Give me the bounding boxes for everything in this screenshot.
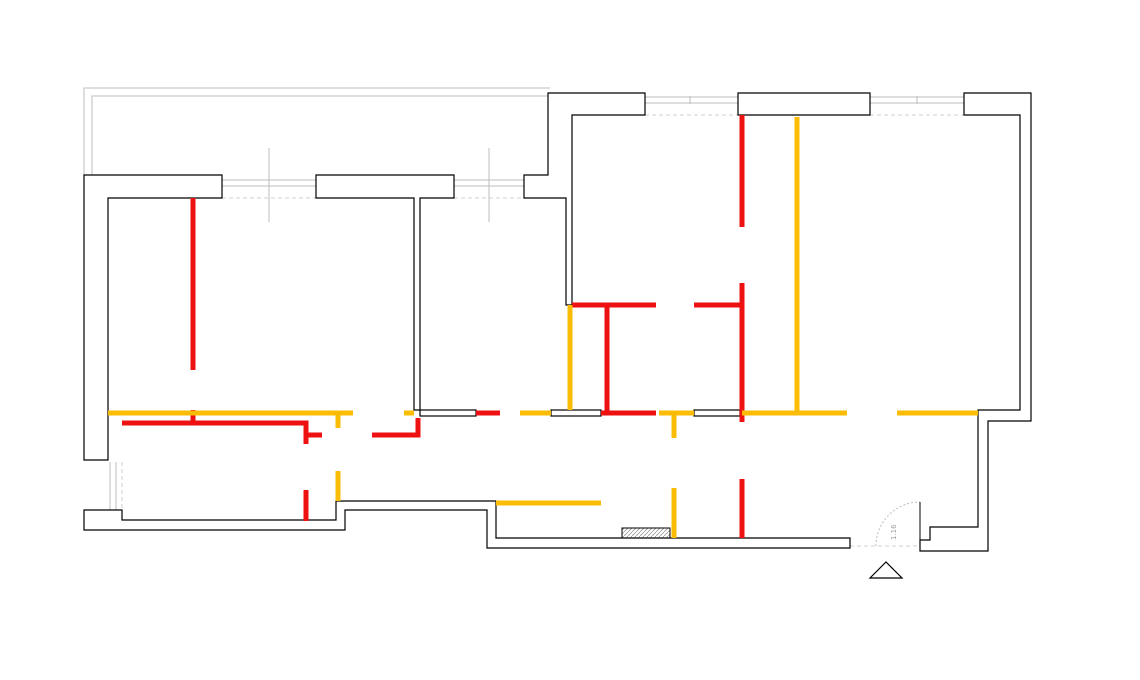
window-sills xyxy=(121,114,964,547)
walls xyxy=(83,92,1032,552)
entrance-marker-icon xyxy=(868,561,904,579)
balcony xyxy=(83,87,550,175)
demolished-wall xyxy=(122,420,309,444)
entrance-door: 1.16 xyxy=(875,501,921,547)
demolished-walls xyxy=(122,115,745,538)
demolished-wall xyxy=(372,418,421,438)
new-walls xyxy=(108,117,978,538)
hatched-element xyxy=(621,527,671,539)
windows xyxy=(109,96,964,512)
door-label: 1.16 xyxy=(890,524,898,540)
